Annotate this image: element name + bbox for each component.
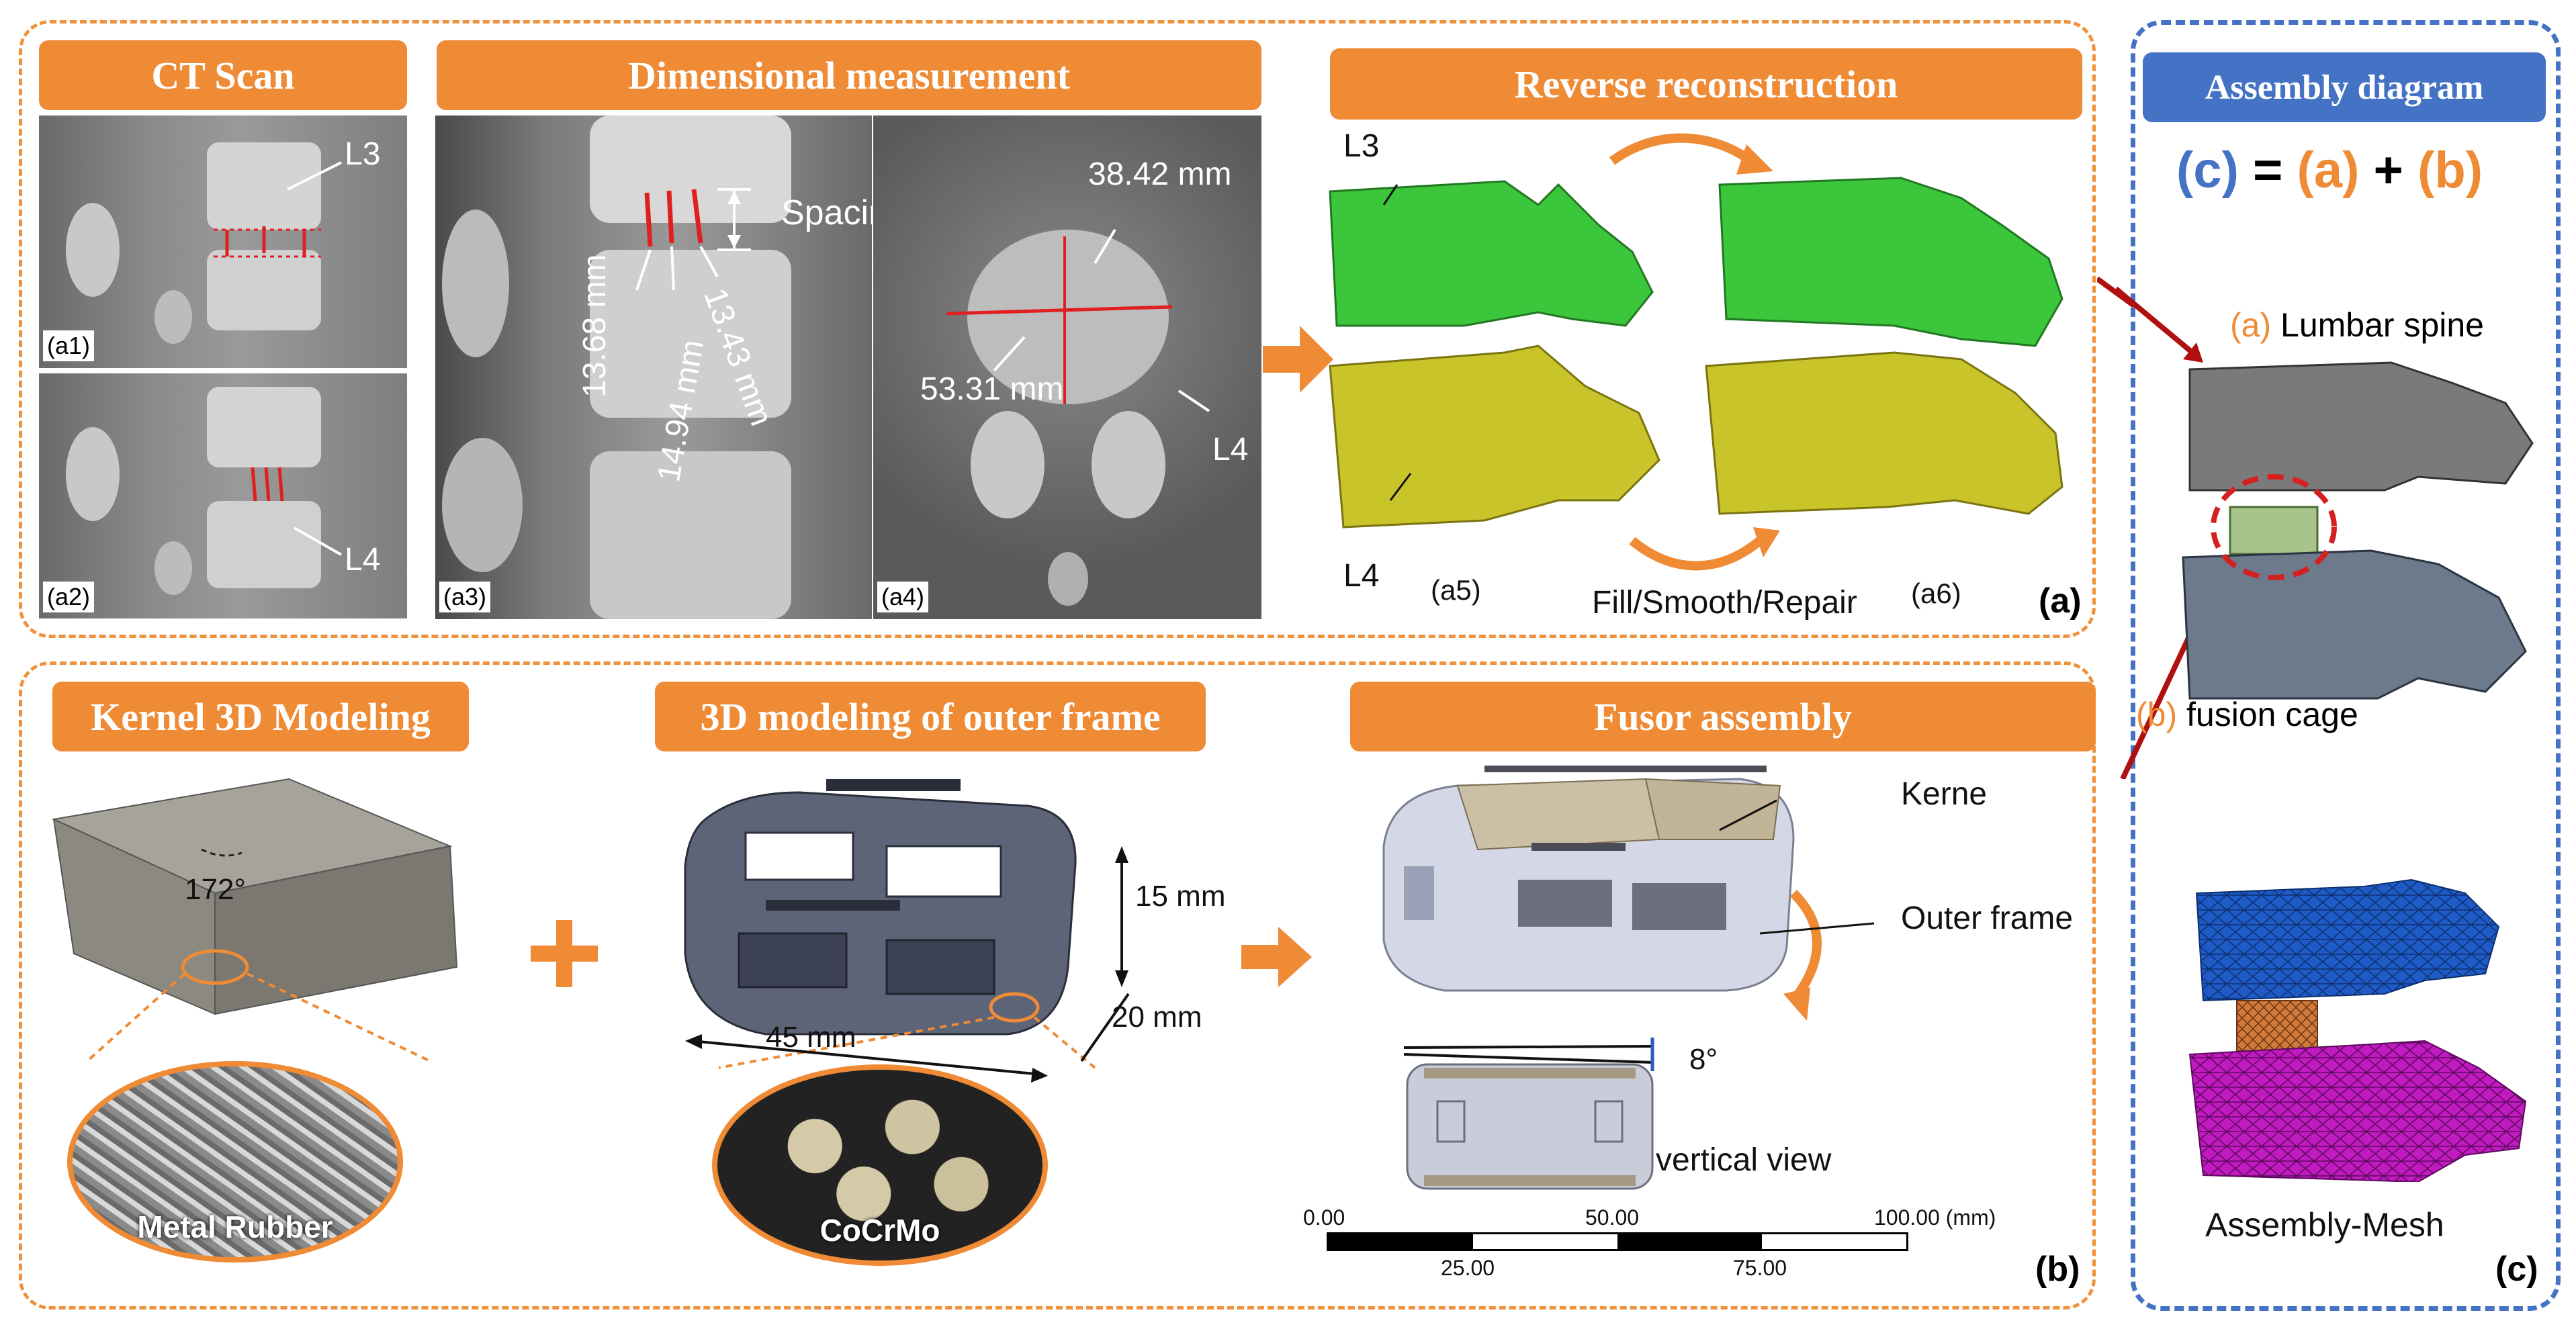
reconstruction-header: Reverse reconstruction [1330,48,2082,120]
panel-c-tag: (c) [2495,1250,2538,1289]
scale-tick-50: 50.00 [1585,1205,1640,1230]
recon-l4-label: L4 [1343,558,1380,594]
recon-process-label: Fill/Smooth/Repair [1592,585,1857,621]
dimensional-title: Dimensional measurement [628,53,1070,97]
dimensional-header: Dimensional measurement [437,40,1261,110]
dim-l4-label: L4 [1212,432,1249,467]
measure-38-42: 38.42 mm [1088,156,1232,192]
kernel-angle-label: 172° [185,873,247,906]
frame-width-label: 20 mm [1112,1001,1202,1034]
cocrmo-micrograph: CoCrMo [712,1064,1048,1266]
ct-scan-title: CT Scan [151,53,295,97]
recon-a5-label: (a5) [1431,574,1481,606]
eq-equals: = [2253,142,2283,199]
plus-icon [531,920,598,987]
lumbar-spine-caption: (a) Lumbar spine [2230,306,2484,345]
panel-c-frame [2131,20,2561,1311]
fusion-cage-caption: (b) fusion cage [2136,695,2358,734]
eq-a: (a) [2297,142,2360,199]
ct-a1-drawing [66,142,342,344]
frame-title: 3D modeling of outer frame [700,694,1161,739]
metal-rubber-label: Metal Rubber [137,1209,333,1244]
ct-image-a1: L3 (a1) [39,116,407,368]
measure-53-31: 53.31 mm [920,371,1064,407]
metal-rubber-micrograph: Metal Rubber [67,1061,403,1263]
ct-a1-sublabel: (a1) [43,330,95,361]
scale-seg-2 [1473,1234,1617,1249]
ct-a4-drawing [946,228,1210,606]
scale-seg-1 [1329,1234,1473,1249]
ct-image-a3: Spacing 13.68 mm 14.94 mm 13.43 mm (a3) [435,116,872,619]
ct-a4-sublabel: (a4) [877,582,929,612]
panel-a-frame [19,20,2096,638]
scale-tick-100: 100.00 (mm) [1874,1205,1996,1230]
measure-13-68: 13.68 mm [577,254,613,398]
assembly-equation: (c) = (a) + (b) [2176,141,2483,199]
scale-seg-3 [1617,1234,1762,1249]
kernel-block-drawing [51,778,458,1062]
fusor-angle-label: 8° [1689,1043,1718,1076]
fusor-title: Fusor assembly [1593,694,1853,739]
lumbar-text: Lumbar spine [2280,306,2484,344]
arrow-to-reconstruction [1263,326,1333,393]
scale-seg-4 [1762,1234,1906,1249]
frame-height-label: 15 mm [1135,880,1226,913]
lumbar-a-label: (a) [2230,306,2272,344]
recon-l3-label: L3 [1343,128,1380,164]
reconstruction-models [1329,133,2063,571]
ct-a3-drawing [442,116,791,619]
scale-bar [1327,1232,1908,1251]
cage-b-label: (b) [2136,696,2178,733]
arrow-to-fusor [1241,927,1312,987]
fusor-drawing [1382,766,1875,1190]
vertical-view-label: vertical view [1656,1142,1832,1178]
panel-b-tag: (b) [2035,1250,2080,1289]
outer-frame-label: Outer frame [1901,901,2074,936]
ct-a2-drawing [66,387,342,595]
scale-tick-75: 75.00 [1733,1256,1787,1280]
ct-image-a2: L4 (a2) [39,373,407,618]
spacing-label: Spacing [781,193,872,232]
frame-header: 3D modeling of outer frame [655,682,1206,751]
ct-l4-label: L4 [345,542,381,578]
kerne-label: Kerne [1901,776,1988,812]
scale-tick-25: 25.00 [1441,1256,1495,1280]
eq-b: (b) [2417,142,2483,199]
ct-a3-sublabel: (a3) [439,582,491,612]
assembly-header: Assembly diagram [2143,52,2546,122]
fusor-header: Fusor assembly [1350,682,2096,751]
scale-tick-0: 0.00 [1303,1205,1345,1230]
eq-c: (c) [2176,142,2239,199]
recon-a6-label: (a6) [1911,578,1961,609]
cage-text: fusion cage [2186,696,2358,733]
ct-l3-label: L3 [345,136,381,172]
lumbar-spine-drawing [2114,286,2534,779]
assembly-mesh-drawing [2188,878,2527,1182]
ct-scan-header: CT Scan [39,40,407,110]
outer-frame-drawing [684,779,1130,1083]
frame-length-label: 45 mm [766,1021,856,1054]
kernel-title: Kernel 3D Modeling [91,694,431,739]
ct-a2-sublabel: (a2) [43,582,95,612]
panel-b-frame [19,661,2096,1310]
reconstruction-title: Reverse reconstruction [1514,62,1898,106]
cocrmo-label: CoCrMo [819,1213,940,1248]
assembly-title: Assembly diagram [2205,68,2484,107]
assembly-mesh-label: Assembly-Mesh [2205,1206,2444,1244]
panel-a-tag: (a) [2039,582,2082,621]
kernel-header: Kernel 3D Modeling [52,682,469,751]
eq-plus: + [2373,142,2403,199]
connector-arrow [2097,276,2136,308]
ct-image-a4: 38.42 mm 53.31 mm L4 (a4) [873,116,1261,619]
